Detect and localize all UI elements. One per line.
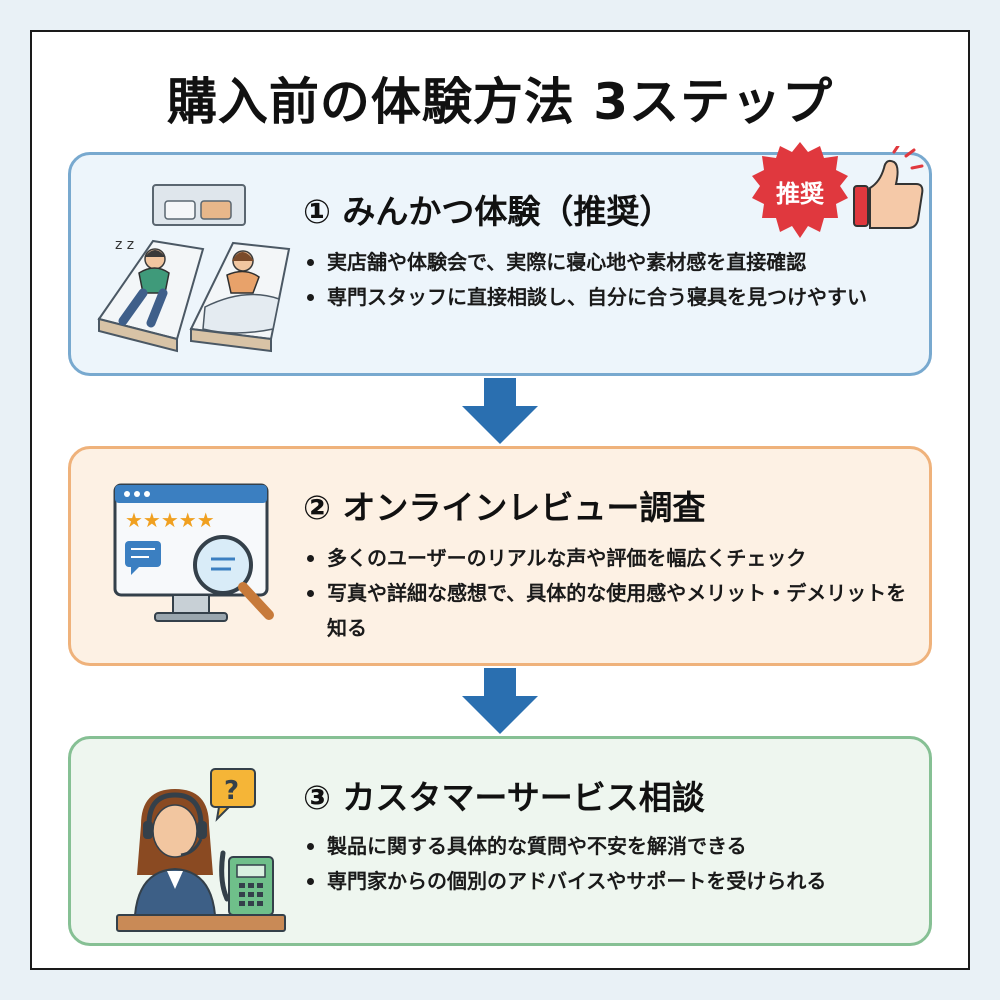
- step-card-2: ★★★★★ ② オンラインレビュー調査 多くのユーザーのリアルな声や評価を幅広く…: [68, 446, 932, 666]
- thumbs-up-icon: [853, 146, 924, 229]
- svg-text:z z: z z: [115, 237, 134, 253]
- step-3-bullets: 製品に関する具体的な質問や不安を解消できる 専門家からの個別のアドバイスやサポー…: [303, 829, 909, 899]
- step-3-title: ③ カスタマーサービス相談: [303, 778, 705, 817]
- page-title: 購入前の体験方法 3ステップ: [166, 73, 834, 131]
- list-item: 写真や詳細な感想で、具体的な使用感やメリット・デメリットを知る: [303, 576, 909, 646]
- recommended-badge: [752, 142, 848, 238]
- svg-text:★★★★★: ★★★★★: [125, 508, 215, 532]
- list-item: 実店舗や体験会で、実際に寝心地や素材感を直接確認: [303, 245, 909, 280]
- list-item: 多くのユーザーのリアルな声や評価を幅広くチェック: [303, 541, 909, 576]
- step-2-bullets: 多くのユーザーのリアルな声や評価を幅広くチェック 写真や詳細な感想で、具体的な使…: [303, 541, 909, 646]
- sleeping-people-illustration: z z: [97, 184, 291, 353]
- recommended-badge-label: 推奨: [776, 180, 824, 208]
- step-2-title: ② オンラインレビュー調査: [303, 488, 706, 527]
- down-arrow-icon: [462, 378, 538, 444]
- monitor-review-illustration: ★★★★★: [113, 483, 274, 622]
- list-item: 製品に関する具体的な質問や不安を解消できる: [303, 829, 909, 864]
- list-item: 専門スタッフに直接相談し、自分に合う寝具を見つけやすい: [303, 280, 909, 315]
- question-mark-icon: ?: [224, 776, 239, 806]
- down-arrow-icon: [462, 668, 538, 734]
- step-card-3: ? ③ カスタマーサービス相談 製品に関する具体的な質問や不安を解消できる 専門…: [68, 736, 932, 946]
- customer-support-illustration: ?: [116, 768, 286, 932]
- step-1-title: ① みんかつ体験（推奨）: [303, 192, 673, 231]
- step-1-bullets: 実店舗や体験会で、実際に寝心地や素材感を直接確認 専門スタッフに直接相談し、自分…: [303, 245, 909, 315]
- list-item: 専門家からの個別のアドバイスやサポートを受けられる: [303, 864, 909, 899]
